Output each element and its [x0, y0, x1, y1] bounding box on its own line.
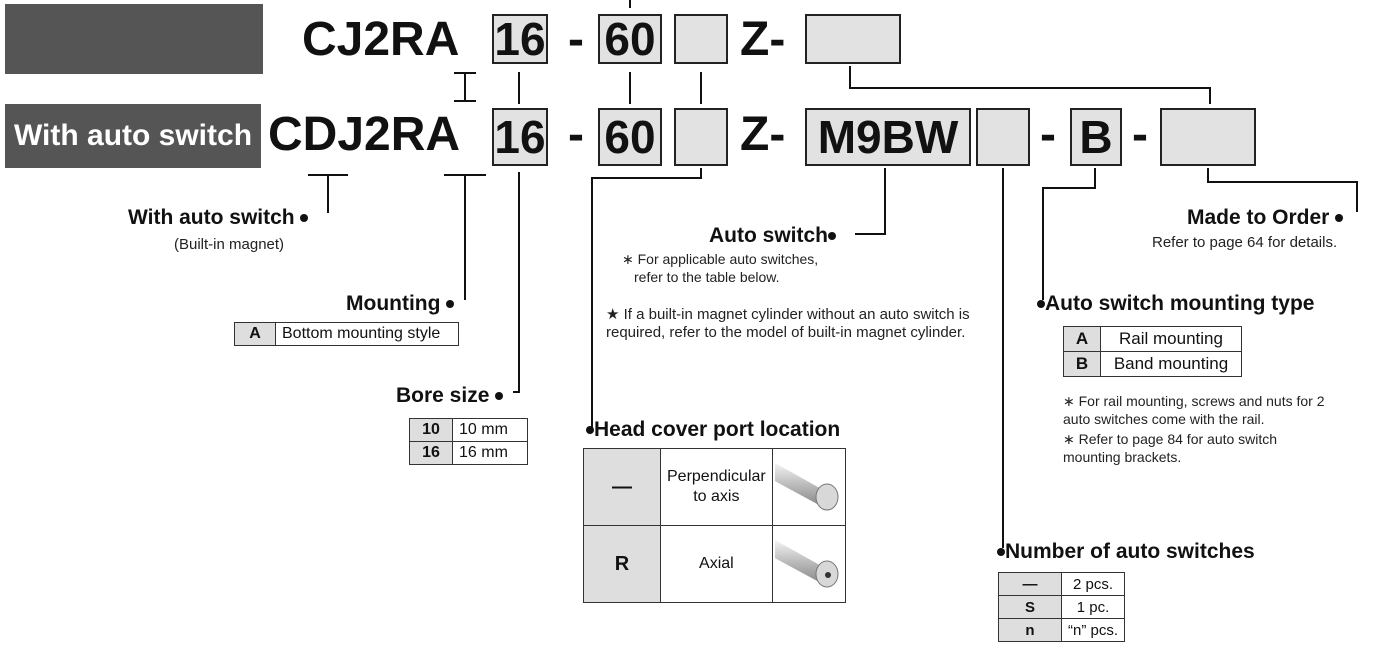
bore-code: 10: [410, 419, 453, 442]
model-bar-blank: [5, 4, 263, 74]
bore-desc: 10 mm: [453, 419, 528, 442]
bottom-stroke-box: 60: [598, 108, 662, 166]
mount-type-note-2: ∗ Refer to page 84 for auto switch mount…: [1063, 430, 1331, 466]
bottom-port-box: [674, 108, 728, 166]
auto-switch-title: Auto switch: [709, 224, 836, 248]
mount-type-table: A Rail mounting B Band mounting: [1063, 326, 1242, 377]
made-to-order-sub: Refer to page 64 for details.: [1152, 234, 1337, 252]
head-cover-code: —: [584, 449, 661, 526]
mount-type-title: Auto switch mounting type: [1037, 292, 1314, 316]
leader-dot: [586, 426, 594, 434]
num-switches-desc: 2 pcs.: [1062, 573, 1125, 596]
bore-size-table: 10 10 mm 16 16 mm: [409, 418, 528, 465]
axial-port-cylinder-icon: [772, 526, 845, 603]
bore-desc: 16 mm: [453, 442, 528, 465]
head-cover-table: — Perpendicular to axis R Axial: [583, 448, 846, 603]
table-row: — Perpendicular to axis: [584, 449, 846, 526]
auto-switch-note: ∗ For applicable auto switches, refer to…: [622, 250, 818, 286]
num-switches-code: n: [999, 619, 1062, 642]
table-row: B Band mounting: [1064, 352, 1242, 377]
num-switches-title: Number of auto switches: [997, 540, 1255, 564]
top-empty-box: [674, 14, 728, 64]
table-row: S 1 pc.: [999, 596, 1125, 619]
table-row: R Axial: [584, 526, 846, 603]
bore-code: 16: [410, 442, 453, 465]
top-stroke-box: 60: [598, 14, 662, 64]
bottom-dash-2: -: [1040, 111, 1056, 159]
leader-dot: [1335, 214, 1343, 222]
head-cover-desc: Axial: [661, 526, 773, 603]
num-switches-code: S: [999, 596, 1062, 619]
table-row: A Bottom mounting style: [235, 323, 459, 346]
mounting-table: A Bottom mounting style: [234, 322, 459, 346]
mounting-desc: Bottom mounting style: [276, 323, 459, 346]
top-made-to-order-box: [805, 14, 901, 64]
auto-switch-note-line1: ∗ For applicable auto switches,: [622, 250, 818, 268]
bottom-mount-type-box: B: [1070, 108, 1122, 166]
table-row: A Rail mounting: [1064, 327, 1242, 352]
mount-type-code: A: [1064, 327, 1101, 352]
made-to-order-title: Made to Order: [1187, 206, 1343, 230]
mount-type-note-1: ∗ For rail mounting, screws and nuts for…: [1063, 392, 1331, 428]
with-auto-switch-bar: With auto switch: [5, 104, 261, 168]
head-cover-code: R: [584, 526, 661, 603]
mount-type-desc: Band mounting: [1101, 352, 1242, 377]
mounting-code: A: [235, 323, 276, 346]
num-switches-code: —: [999, 573, 1062, 596]
bottom-dash-1: -: [568, 111, 584, 159]
bottom-dash-3: -: [1132, 111, 1148, 159]
head-cover-desc: Perpendicular to axis: [661, 449, 773, 526]
leader-dot: [446, 300, 454, 308]
bottom-count-box: [976, 108, 1030, 166]
leader-dot: [828, 232, 836, 240]
with-auto-switch-sub: (Built-in magnet): [174, 236, 284, 254]
auto-switch-note-line2: refer to the table below.: [622, 268, 818, 286]
top-z: Z-: [740, 16, 785, 64]
top-model-code: CJ2RA: [302, 16, 459, 64]
table-row: 16 16 mm: [410, 442, 528, 465]
bottom-switch-box: M9BW: [805, 108, 971, 166]
top-dash: -: [568, 16, 584, 64]
leader-dot: [300, 214, 308, 222]
leader-dot: [1037, 300, 1045, 308]
table-row: n “n” pcs.: [999, 619, 1125, 642]
leader-dot: [495, 392, 503, 400]
num-switches-desc: “n” pcs.: [1062, 619, 1125, 642]
num-switches-table: — 2 pcs. S 1 pc. n “n” pcs.: [998, 572, 1125, 642]
table-row: 10 10 mm: [410, 419, 528, 442]
bottom-model-code: CDJ2RA: [268, 111, 460, 159]
perpendicular-port-cylinder-icon: [772, 449, 845, 526]
with-auto-switch-title: With auto switch: [128, 206, 308, 230]
top-bore-box: 16: [492, 14, 548, 64]
bore-size-title: Bore size: [396, 384, 503, 408]
mount-type-desc: Rail mounting: [1101, 327, 1242, 352]
mount-type-code: B: [1064, 352, 1101, 377]
num-switches-desc: 1 pc.: [1062, 596, 1125, 619]
bottom-made-to-order-box: [1160, 108, 1256, 166]
head-cover-title: Head cover port location: [586, 418, 840, 442]
bottom-bore-box: 16: [492, 108, 548, 166]
bottom-z: Z-: [740, 111, 785, 159]
table-row: — 2 pcs.: [999, 573, 1125, 596]
leader-dot: [997, 548, 1005, 556]
auto-switch-star-note: ★ If a built-in magnet cylinder without …: [606, 306, 994, 342]
mounting-title: Mounting: [346, 292, 454, 316]
